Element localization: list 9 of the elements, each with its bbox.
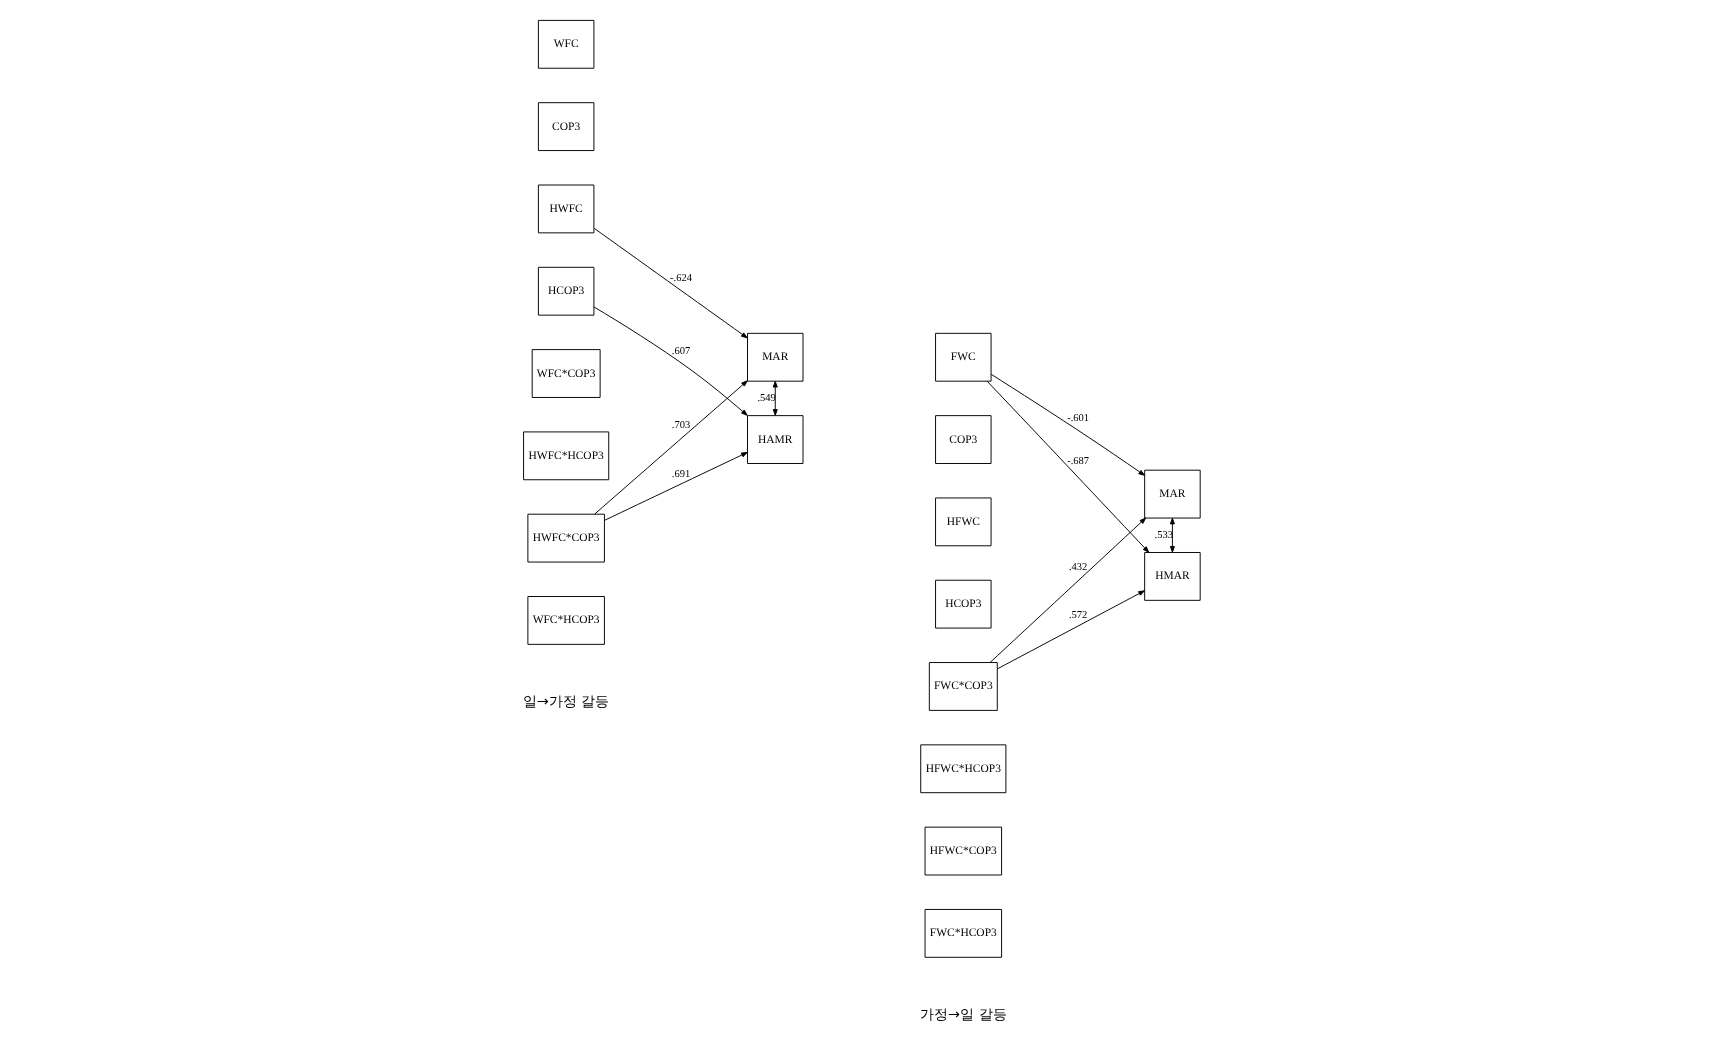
arrow — [592, 306, 747, 416]
arrow — [989, 373, 1144, 476]
arrow — [985, 380, 1149, 553]
arrow — [603, 451, 747, 521]
arrow — [988, 517, 1146, 663]
arrow — [771, 380, 777, 416]
arrow — [593, 380, 747, 515]
arrow — [996, 590, 1144, 670]
arrow — [592, 227, 747, 339]
